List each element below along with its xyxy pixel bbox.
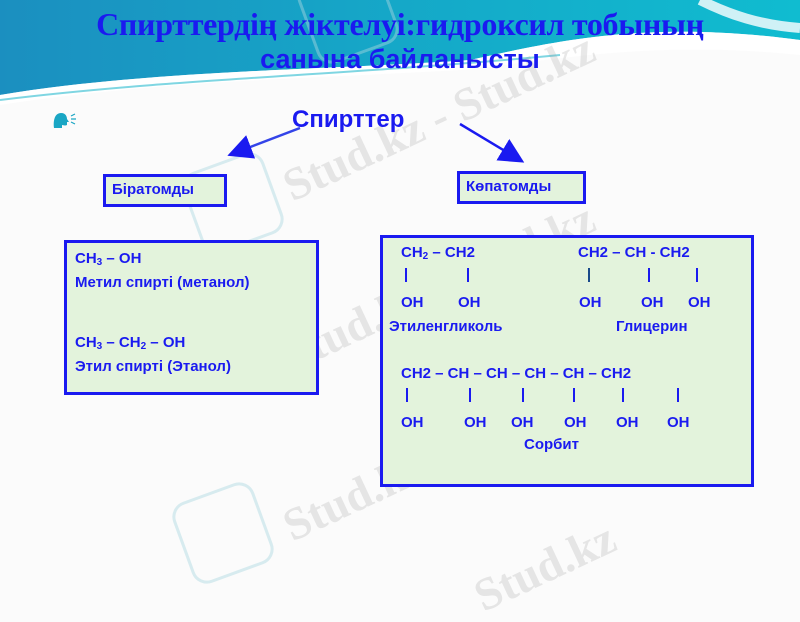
hydroxyl-group: OH: [641, 294, 664, 311]
bond-line: [677, 388, 679, 402]
hydroxyl-group: OH: [401, 414, 424, 431]
hydroxyl-group: OH: [688, 294, 711, 311]
speaking-head-icon: [53, 113, 76, 128]
bond-line: [573, 388, 575, 402]
polyhydric-label-box: Көпатомды: [457, 171, 586, 204]
hydroxyl-group: OH: [579, 294, 602, 311]
hydroxyl-group: OH: [564, 414, 587, 431]
hydroxyl-group: OH: [616, 414, 639, 431]
polyhydric-examples-box: CH2 – CH2 OH OH Этиленгликоль CH2 – CH -…: [380, 235, 754, 487]
watermark-logo: [167, 477, 279, 589]
bond-line: [405, 268, 407, 282]
sorbitol-formula: CH2 – CH – CH – CH – CH – CH2: [401, 365, 632, 382]
bond-line: [588, 268, 590, 282]
ethanol-name: Этил спирті (Этанол): [75, 358, 231, 375]
bond-line: [406, 388, 408, 402]
ethanol-formula: CH3 – CH2 – OH: [75, 334, 186, 352]
hydroxyl-group: OH: [464, 414, 487, 431]
glycerin-formula: CH2 – CH - CH2: [578, 244, 690, 261]
ethylene-glycol-name: Этиленгликоль: [389, 318, 503, 335]
monohydric-label: Біратомды: [112, 181, 194, 198]
bond-line: [467, 268, 469, 282]
bond-line: [469, 388, 471, 402]
header-wave-background: [0, 0, 800, 105]
watermark-text: Stud.kz: [466, 511, 624, 622]
bond-line: [522, 388, 524, 402]
alcohols-heading: Спирттер: [292, 106, 405, 133]
methanol-formula: CH3 – OH: [75, 250, 142, 268]
sorbitol-name: Сорбит: [524, 436, 579, 453]
glycerin-name: Глицерин: [616, 318, 688, 335]
monohydric-examples-box: CH3 – OH Метил спирті (метанол) CH3 – CH…: [64, 240, 319, 395]
hydroxyl-group: OH: [458, 294, 481, 311]
polyhydric-label: Көпатомды: [466, 178, 552, 195]
bond-line: [622, 388, 624, 402]
ethylene-glycol-formula: CH2 – CH2: [401, 244, 475, 262]
hydroxyl-group: OH: [667, 414, 690, 431]
methanol-name: Метил спирті (метанол): [75, 274, 250, 291]
hydroxyl-group: OH: [511, 414, 534, 431]
hydroxyl-group: OH: [401, 294, 424, 311]
monohydric-label-box: Біратомды: [103, 174, 227, 207]
bond-line: [648, 268, 650, 282]
bond-line: [696, 268, 698, 282]
slide-title-line1: Спирттердің жіктелуі:гидроксил тобының: [96, 6, 704, 42]
slide-title-line2: санына байланысты: [260, 44, 540, 74]
